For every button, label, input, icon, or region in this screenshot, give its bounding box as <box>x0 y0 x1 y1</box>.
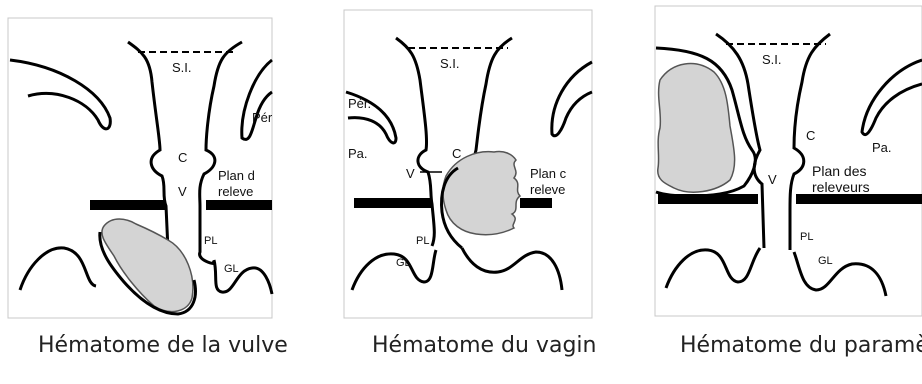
canal-left-wall <box>128 42 168 250</box>
label-plan-line2: releveurs <box>812 179 870 195</box>
right-upper-fold <box>862 60 922 135</box>
canal-right-wall <box>790 34 830 250</box>
lower-right-fold <box>462 248 562 290</box>
levator-plane-left <box>658 194 758 204</box>
label-plan-line1: Plan c <box>530 166 567 181</box>
label-plan-line1: Plan d <box>218 168 255 183</box>
label-si: S.I. <box>440 56 460 71</box>
label-pl: PL <box>800 231 813 243</box>
levator-plane-right <box>796 194 922 204</box>
levator-plane-right <box>520 198 552 208</box>
hematoma-wall <box>442 168 462 248</box>
left-upper-fold <box>346 92 396 143</box>
lower-right-fold <box>794 252 886 296</box>
canal-right-wall <box>458 38 512 176</box>
label-per: Pér. <box>348 96 371 111</box>
lower-right-fold <box>214 260 272 294</box>
label-pa: Pa. <box>348 146 368 161</box>
label-pa: Pa. <box>872 140 892 155</box>
panel-frame <box>655 6 922 316</box>
right-upper-fold <box>552 62 592 136</box>
label-plan-line2: releve <box>218 184 253 199</box>
levator-plane-left <box>90 200 166 210</box>
label-gl: GL <box>818 255 833 267</box>
label-c: C <box>178 150 187 165</box>
panel-frame <box>344 10 592 318</box>
right-upper-fold <box>242 60 272 139</box>
levator-plane-right <box>206 200 272 210</box>
label-si: S.I. <box>172 60 192 75</box>
label-c: C <box>806 128 815 143</box>
caption-vagina: Hématome du vagin <box>372 333 596 358</box>
hematoma <box>102 219 193 312</box>
lower-left-fold <box>352 250 436 290</box>
label-per: Pér <box>252 110 273 125</box>
label-pl: PL <box>204 235 217 247</box>
caption-parametrium: Hématome du paramètre <box>680 333 922 358</box>
label-v: V <box>406 166 415 181</box>
canal-left-wall <box>396 38 434 246</box>
label-pl: PL <box>416 235 429 247</box>
label-plan-line2: releve <box>530 182 565 197</box>
caption-vulva: Hématome de la vulve <box>38 333 288 358</box>
hematoma-outer-wall <box>100 232 196 314</box>
label-v: V <box>768 172 777 187</box>
hematoma-wall <box>656 48 755 196</box>
label-c: C <box>452 146 461 161</box>
left-upper-fold <box>10 60 110 129</box>
canal-left-wall <box>716 34 764 248</box>
lower-left-fold <box>666 248 760 288</box>
panel-frame <box>8 18 272 318</box>
hematoma <box>443 151 520 234</box>
label-gl: GL <box>224 263 239 275</box>
label-v: V <box>178 184 187 199</box>
label-si: S.I. <box>762 52 782 67</box>
levator-plane-left <box>354 198 432 208</box>
lower-left-fold <box>20 248 96 290</box>
hematoma <box>658 64 735 193</box>
label-gl: GL <box>396 257 411 269</box>
label-plan-line1: Plan des <box>812 163 866 179</box>
canal-right-wall <box>200 42 242 264</box>
